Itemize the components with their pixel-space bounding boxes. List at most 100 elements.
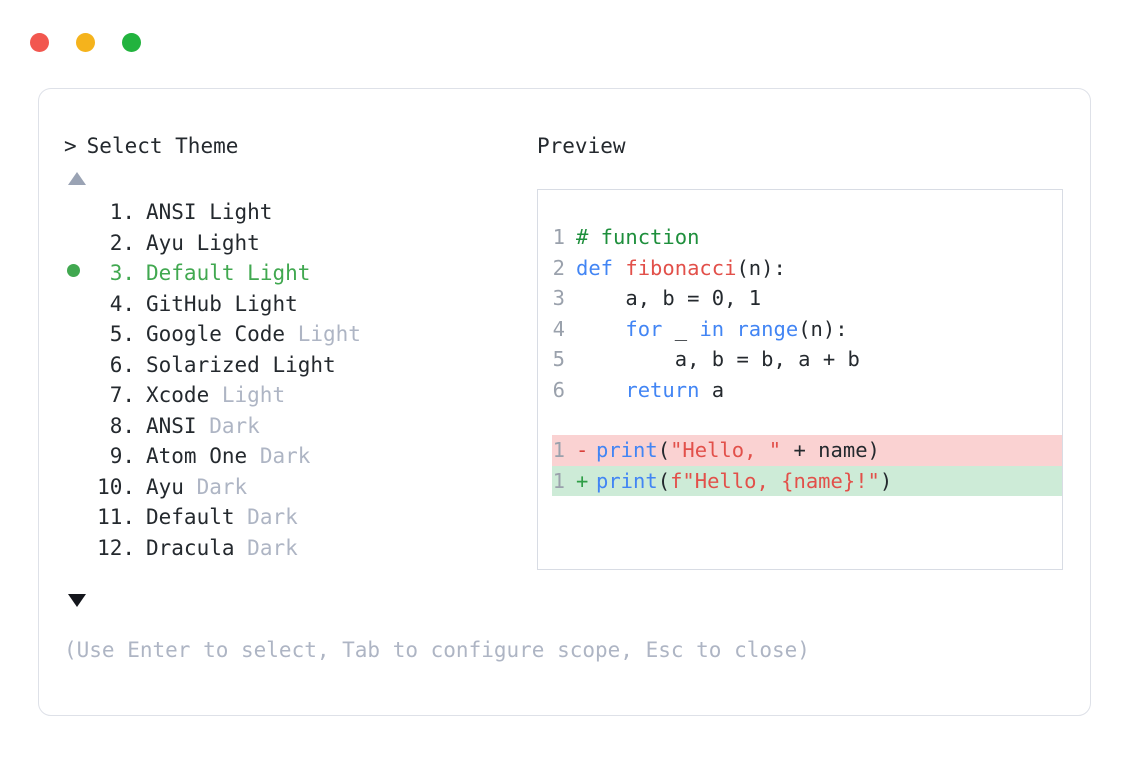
theme-list-item[interactable]: 2.Ayu Light xyxy=(64,228,534,259)
minimize-dot[interactable] xyxy=(76,33,95,52)
theme-list-item[interactable]: 10.Ayu Dark xyxy=(64,472,534,503)
code-token-keyword: def xyxy=(576,255,626,280)
code-line-content: def fibonacci(n): xyxy=(576,253,786,284)
theme-item-name: Dracula xyxy=(146,535,235,560)
code-line: 3 a, b = 0, 1 xyxy=(552,283,1062,314)
code-line: 5 a, b = b, a + b xyxy=(552,344,1062,375)
theme-item-spacer xyxy=(209,380,222,411)
code-token-plain xyxy=(724,317,736,341)
code-token-plain: _ xyxy=(662,316,700,341)
code-token-plain: ) xyxy=(879,468,893,493)
theme-item-name: GitHub xyxy=(146,291,222,316)
theme-list-item[interactable]: 7.Xcode Light xyxy=(64,380,534,411)
theme-item-spacer xyxy=(235,258,248,289)
theme-item-index: 12. xyxy=(97,535,135,560)
theme-item-name: Atom One xyxy=(146,444,248,468)
diff-line-content: print("Hello, " + name) xyxy=(596,435,880,466)
theme-item-index: 10. xyxy=(97,474,135,499)
close-dot[interactable] xyxy=(30,33,49,52)
code-token-plain xyxy=(576,317,625,341)
theme-item-index: 9. xyxy=(109,444,135,468)
theme-item-name: Ayu xyxy=(146,230,184,255)
code-line-number: 1 xyxy=(552,225,565,249)
code-token-plain xyxy=(576,378,625,402)
code-token-plain: ( xyxy=(657,438,671,462)
prompt-title-text: Select Theme xyxy=(86,134,239,158)
code-token-plain: ( xyxy=(657,468,671,493)
code-line-number: 2 xyxy=(552,255,565,280)
theme-item-index: 6. xyxy=(109,352,135,377)
code-line-content: a, b = 0, 1 xyxy=(576,283,761,314)
theme-item-variant: Light xyxy=(247,261,311,285)
code-token-builtin: range xyxy=(736,316,799,341)
theme-item-spacer xyxy=(184,472,197,503)
theme-list-item[interactable]: 4.GitHub Light xyxy=(64,289,534,320)
code-token-keyword: return xyxy=(625,377,700,402)
diff-line-content: print(f"Hello, {name}!") xyxy=(596,466,892,497)
code-token-plain: (n): xyxy=(736,255,786,280)
theme-item-name: Default xyxy=(146,505,235,529)
code-token-plain: a xyxy=(699,377,725,402)
code-token-plain: a, b = b, a + b xyxy=(576,347,860,371)
theme-item-spacer xyxy=(197,197,210,228)
diff-line-add: 1 + print(f"Hello, {name}!") xyxy=(552,465,1062,497)
code-token-plain: (n): xyxy=(798,316,848,341)
scroll-down-indicator[interactable] xyxy=(64,587,86,613)
code-line-number: 4 xyxy=(552,316,565,341)
code-line-content: return a xyxy=(576,375,724,406)
theme-item-index: 5. xyxy=(109,322,135,346)
theme-item-spacer xyxy=(235,502,248,533)
selected-bullet-icon xyxy=(67,264,80,277)
theme-item-variant: Dark xyxy=(247,535,298,560)
theme-item-name: ANSI xyxy=(146,413,197,438)
code-token-comment: # function xyxy=(576,225,700,249)
theme-item-variant: Dark xyxy=(209,413,260,438)
theme-item-spacer xyxy=(222,289,235,320)
code-line-number: 5 xyxy=(552,347,565,371)
code-token-string: "Hello, " xyxy=(670,438,782,462)
theme-item-variant: Dark xyxy=(247,505,298,529)
theme-item-index: 4. xyxy=(109,291,135,316)
code-token-builtin: print xyxy=(596,438,658,462)
code-token-func: fibonacci xyxy=(625,255,737,280)
theme-item-variant: Light xyxy=(297,322,361,346)
theme-list-item[interactable]: 9.Atom One Dark xyxy=(64,441,534,472)
theme-list-item[interactable]: 6.Solarized Light xyxy=(64,350,534,381)
keyboard-hint-text: (Use Enter to select, Tab to configure s… xyxy=(64,638,810,662)
diff-sign: + xyxy=(576,468,589,493)
scroll-up-indicator[interactable] xyxy=(64,165,534,191)
theme-item-variant: Light xyxy=(272,352,336,377)
theme-item-index: 3. xyxy=(109,261,135,285)
code-line: 6 return a xyxy=(552,375,1062,406)
theme-item-name: Google Code xyxy=(146,322,286,346)
theme-list-item[interactable]: 11. Default Dark xyxy=(64,502,534,533)
maximize-dot[interactable] xyxy=(122,33,141,52)
theme-list-item[interactable]: 12. Dracula Dark xyxy=(64,533,534,564)
code-line: 2 def fibonacci(n): xyxy=(552,253,1062,284)
diff-line-del: 1-print("Hello, " + name) xyxy=(552,435,1062,466)
theme-list-item[interactable]: 3. Default Light xyxy=(64,258,534,289)
preview-label: Preview xyxy=(537,134,626,158)
theme-list-item[interactable]: 1.ANSI Light xyxy=(64,197,534,228)
theme-list-item[interactable]: 5. Google Code Light xyxy=(64,319,534,350)
theme-item-name: Ayu xyxy=(146,474,184,499)
code-token-builtin: print xyxy=(596,468,658,493)
theme-list-item[interactable]: 8.ANSI Dark xyxy=(64,411,534,442)
theme-item-spacer xyxy=(260,350,273,381)
diff-line-number: 1 xyxy=(552,468,565,493)
code-token-string: f"Hello, {name}!" xyxy=(670,468,880,493)
code-line: 1 # function xyxy=(552,222,1062,253)
code-token-plain: a, b = 0, 1 xyxy=(576,286,762,310)
theme-item-spacer xyxy=(235,533,248,564)
code-line-number: 6 xyxy=(552,377,565,402)
theme-item-index: 11. xyxy=(97,505,135,529)
page-title: > Select Theme xyxy=(64,133,534,159)
theme-item-name: Xcode xyxy=(146,383,210,407)
theme-item-name: Default xyxy=(146,261,235,285)
triangle-up-icon xyxy=(68,171,86,185)
theme-item-variant: Light xyxy=(196,230,260,255)
